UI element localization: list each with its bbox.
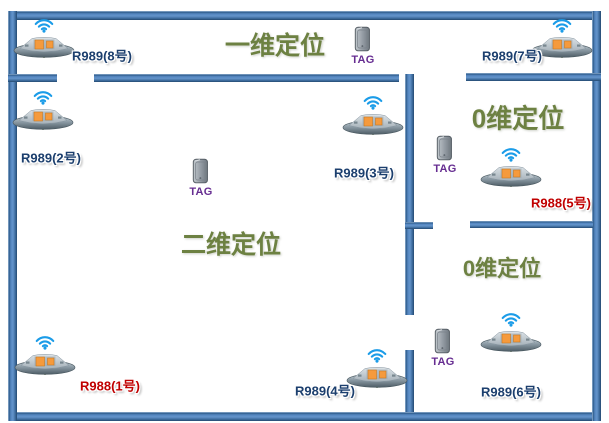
uwb-reader-saucer-icon — [346, 366, 408, 388]
uwb-reader-saucer-icon — [480, 330, 542, 352]
reader-device-1 — [14, 333, 76, 375]
zone-label-1d: 一维定位 — [224, 32, 326, 60]
tag-device-middle: TAG — [189, 158, 212, 198]
wifi-icon — [501, 148, 521, 162]
uwb-reader-saucer-icon — [13, 36, 75, 58]
wall-outer-left — [8, 11, 17, 421]
reader-label-2: R989(2号) — [21, 150, 81, 166]
tag-card-icon — [192, 158, 209, 184]
wifi-icon — [35, 336, 55, 350]
tag-card-icon — [434, 328, 451, 354]
tag-label: TAG — [431, 356, 455, 368]
reader-device-3 — [342, 93, 404, 135]
uwb-reader-saucer-icon — [342, 113, 404, 135]
tag-device-right: TAG — [433, 135, 456, 175]
reader-label-4: R989(4号) — [295, 383, 355, 399]
wall-top-middle-segment — [94, 74, 399, 82]
reader-label-5: R988(5号) — [531, 195, 591, 211]
uwb-reader-saucer-icon — [12, 108, 74, 130]
reader-device-5 — [480, 145, 542, 187]
tag-card-icon — [354, 26, 371, 52]
tag-device-top: TAG — [351, 26, 374, 66]
reader-label-1: R988(1号) — [80, 378, 140, 394]
wifi-icon — [33, 91, 53, 105]
reader-label-8: R989(8号) — [72, 48, 132, 64]
wall-vertical-lower — [405, 350, 414, 412]
tag-label: TAG — [433, 163, 457, 175]
wifi-icon — [34, 19, 54, 33]
reader-device-6 — [480, 310, 542, 352]
zone-label-2d: 二维定位 — [180, 231, 282, 259]
wall-mid-right-segment — [470, 221, 593, 228]
wifi-icon — [501, 313, 521, 327]
wifi-icon — [367, 349, 387, 363]
reader-label-3: R989(3号) — [334, 165, 394, 181]
tag-label: TAG — [351, 54, 375, 66]
reader-label-7: R989(7号) — [482, 48, 542, 64]
zone-label-0d-upper: 0维定位 — [471, 103, 565, 134]
uwb-reader-saucer-icon — [14, 353, 76, 375]
wall-mid-stub — [405, 222, 433, 229]
reader-device-4 — [346, 346, 408, 388]
wall-vertical-upper — [405, 74, 414, 315]
reader-device-8 — [13, 16, 75, 58]
tag-label: TAG — [189, 186, 213, 198]
reader-device-2 — [12, 88, 74, 130]
wall-outer-bottom — [8, 412, 601, 421]
reader-label-6: R989(6号) — [481, 384, 541, 400]
wall-top-right-segment — [466, 73, 601, 81]
wall-top-left-segment — [8, 74, 57, 82]
tag-card-icon — [436, 135, 453, 161]
uwb-reader-saucer-icon — [480, 165, 542, 187]
wifi-icon — [552, 19, 572, 33]
wall-outer-right — [592, 11, 601, 421]
zone-label-0d-lower: 0维定位 — [462, 256, 542, 281]
wifi-icon — [363, 96, 383, 110]
wall-outer-top — [8, 11, 601, 20]
tag-device-bottom: TAG — [431, 328, 454, 368]
